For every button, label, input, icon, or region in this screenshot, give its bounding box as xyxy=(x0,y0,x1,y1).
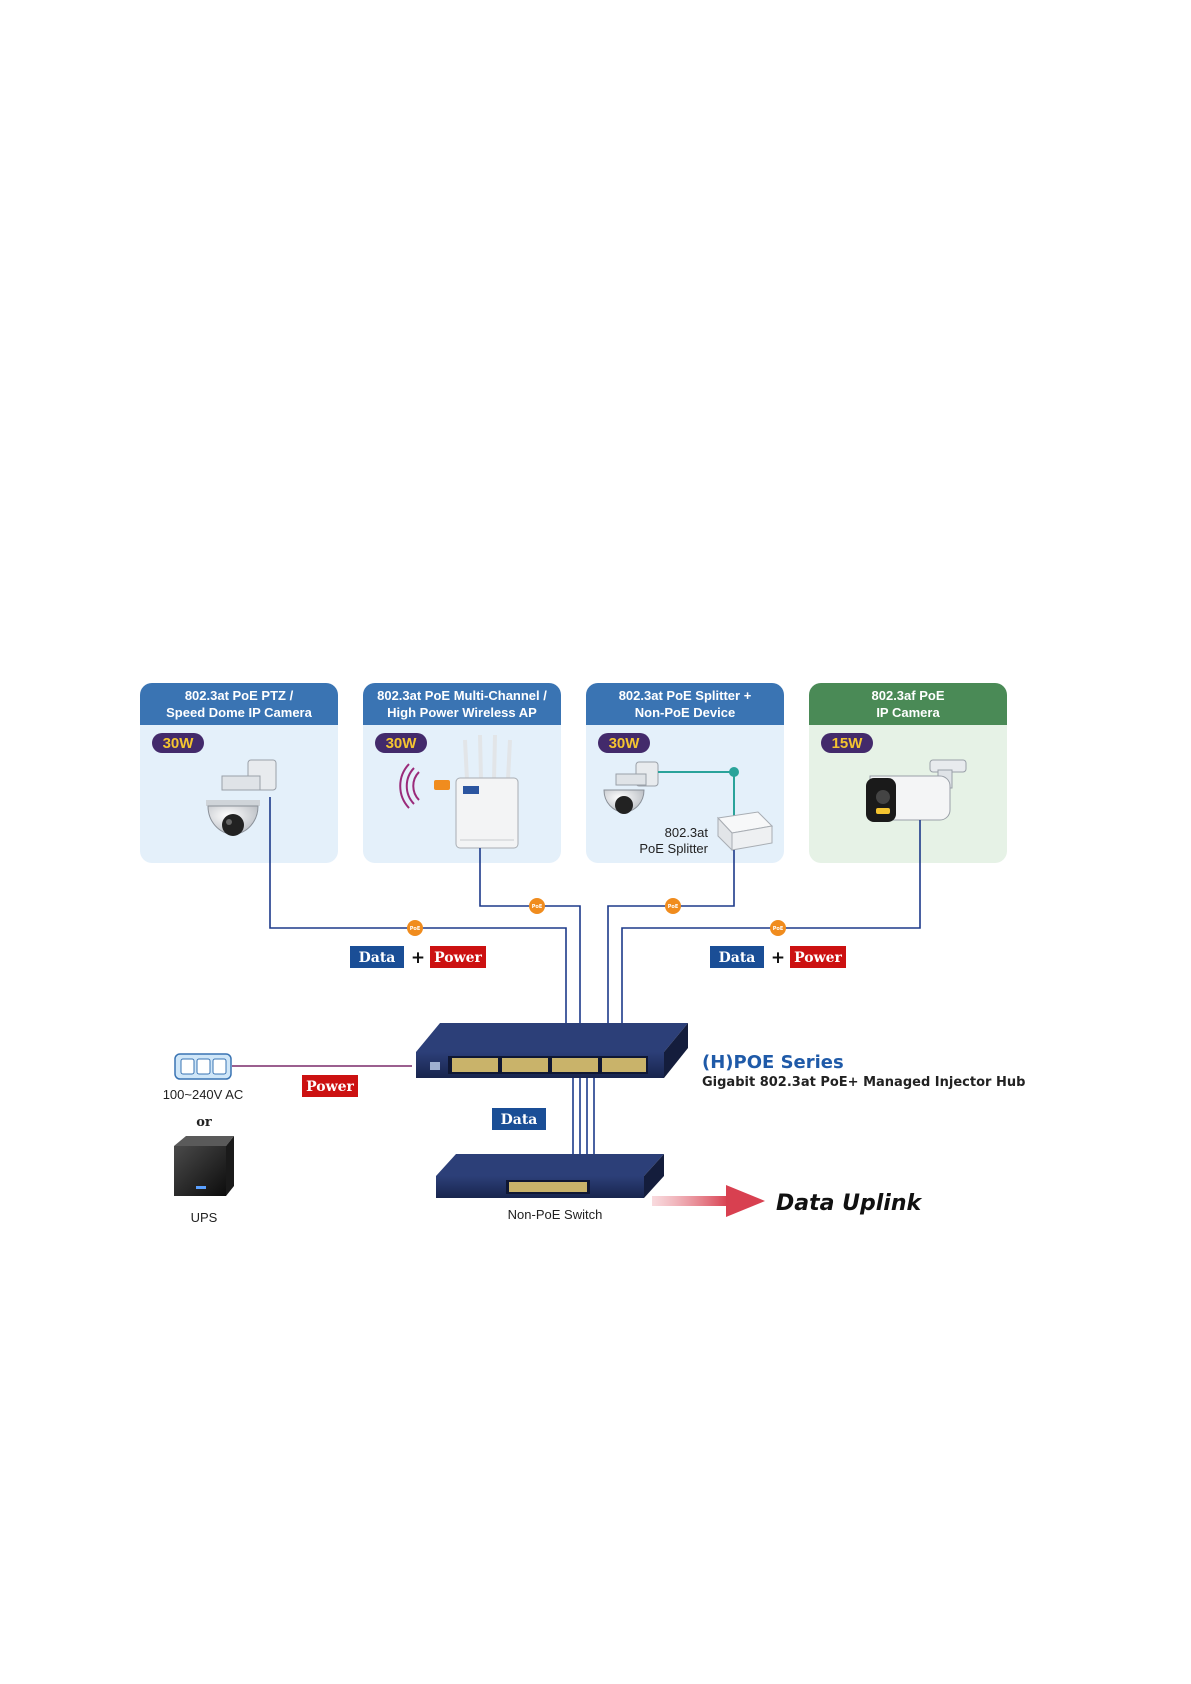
device-title-line2: High Power Wireless AP xyxy=(387,705,537,720)
data-tag: Data xyxy=(501,1112,538,1128)
ac-outlet-icon xyxy=(174,1053,232,1080)
hub-subtitle: Gigabit 802.3at PoE+ Managed Injector Hu… xyxy=(702,1075,1025,1090)
plus-sign: + xyxy=(771,948,785,968)
splitter-label-line2: PoE Splitter xyxy=(639,841,708,856)
poe-badge-icon: PoE xyxy=(529,898,545,914)
device-title-line1: 802.3af PoE xyxy=(872,688,945,703)
device-title-line2: IP Camera xyxy=(876,705,940,720)
data-power-tag-left: Data + Power xyxy=(350,946,486,968)
svg-text:PoE: PoE xyxy=(532,904,543,910)
hub-series-title: (H)POE Series xyxy=(702,1052,844,1073)
data-power-tag-right: Data + Power xyxy=(710,946,846,968)
power-tag: Power xyxy=(794,950,842,966)
device-title-line1: 802.3at PoE PTZ / xyxy=(185,688,294,703)
splitter-label-line1: 802.3at xyxy=(665,825,709,840)
svg-text:PoE: PoE xyxy=(773,926,784,932)
svg-text:PoE: PoE xyxy=(410,926,421,932)
power-tag: Power xyxy=(306,1079,354,1095)
device-title-line2: Non-PoE Device xyxy=(635,705,735,720)
poe-badge-icon: PoE xyxy=(407,920,423,936)
splitter-camera-icon xyxy=(603,761,659,814)
device-title-line1: 802.3at PoE Multi-Channel / xyxy=(377,688,547,703)
poe-badge-icon: PoE xyxy=(665,898,681,914)
device-panel-ptz: 802.3at PoE PTZ / Speed Dome IP Camera 3… xyxy=(140,683,338,863)
device-title-line2: Speed Dome IP Camera xyxy=(166,705,312,720)
ups-icon xyxy=(174,1136,234,1196)
data-tag: Data xyxy=(719,950,756,966)
watt-badge: 15W xyxy=(832,735,864,752)
poe-splitter-icon xyxy=(716,811,774,852)
device-title-line1: 802.3at PoE Splitter + xyxy=(619,688,752,703)
uplink-label: Data Uplink xyxy=(776,1191,922,1216)
svg-text:PoE: PoE xyxy=(668,904,679,910)
ups-label: UPS xyxy=(191,1210,218,1225)
ptz-camera-icon xyxy=(206,759,277,836)
plus-sign: + xyxy=(411,948,425,968)
bullet-camera-icon xyxy=(866,759,967,822)
data-tag: Data xyxy=(359,950,396,966)
poe-badge-icon: PoE xyxy=(770,920,786,936)
device-panel-ap: 802.3at PoE Multi-Channel / High Power W… xyxy=(363,683,561,863)
non-poe-switch-icon xyxy=(436,1154,664,1198)
uplink-arrow-icon xyxy=(652,1185,765,1217)
ac-label: 100~240V AC xyxy=(163,1087,244,1102)
switch-label: Non-PoE Switch xyxy=(508,1207,603,1222)
injector-hub-icon xyxy=(416,1023,688,1078)
device-panel-splitter: 802.3at PoE Splitter + Non-PoE Device 30… xyxy=(586,683,784,863)
power-tag-box xyxy=(302,1075,358,1097)
device-panel-bullet-camera: 802.3af PoE IP Camera 15W xyxy=(809,683,1007,863)
watt-badge: 30W xyxy=(609,735,641,752)
wireless-ap-icon xyxy=(399,734,519,849)
data-tag-box xyxy=(492,1108,546,1130)
or-label: or xyxy=(196,1115,212,1130)
watt-badge: 30W xyxy=(163,735,195,752)
power-tag: Power xyxy=(434,950,482,966)
watt-badge: 30W xyxy=(386,735,418,752)
